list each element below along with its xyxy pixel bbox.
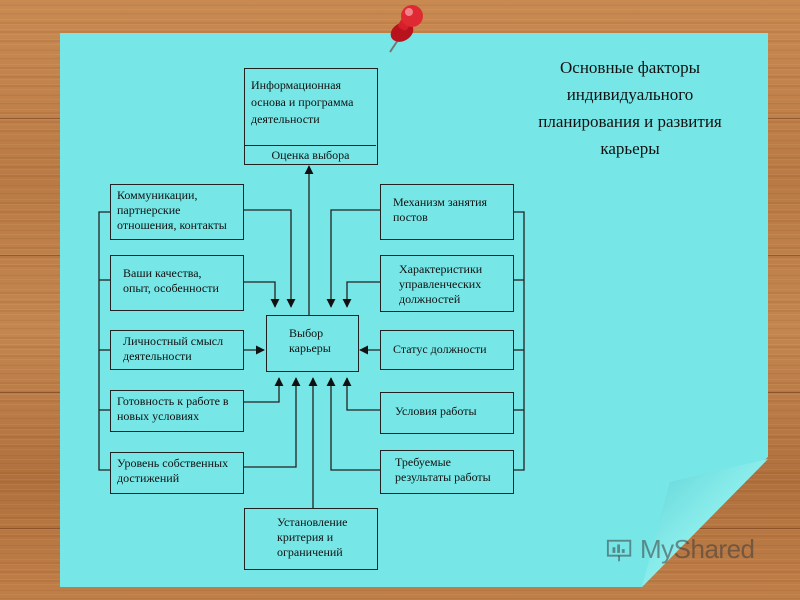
right-box-mechanism: Механизм занятия постов [380, 184, 514, 240]
diagram-title: Основные факторы индивидуального планиро… [538, 58, 722, 158]
arrow-communications [244, 209, 296, 308]
arrow-characteristics [342, 281, 380, 308]
career-choice-box: Выбор карьеры [266, 315, 359, 372]
left-box-communications: Коммуникации, партнерские отношения, кон… [110, 184, 244, 240]
right-box-status: Статус должности [380, 330, 514, 370]
arrow-qualities [244, 281, 280, 308]
arrow-mechanism [326, 209, 380, 308]
arrow-readiness [244, 377, 284, 403]
left-box-qualities: Ваши качества, опыт, особенности [110, 255, 244, 311]
criteria-box: Установление критерия и ограничений [244, 508, 378, 570]
watermark-text: MyShared [640, 534, 755, 564]
right-box-characteristics: Характеристики управленческих должностей [380, 255, 514, 312]
left-box-readiness: Готовность к работе в новых условиях [110, 390, 244, 432]
presentation-icon [606, 539, 632, 562]
left-bracket [98, 211, 110, 471]
pushpin-icon [389, 5, 423, 53]
arrow-results [326, 377, 380, 471]
info-basis-label: Информационная основа и программа деятел… [251, 78, 354, 126]
arrow-conditions [342, 377, 380, 411]
right-box-results: Требуемые результаты работы [380, 450, 514, 494]
left-box-personal-meaning: Личностный смысл деятельности [110, 330, 244, 370]
left-box-achievements: Уровень собственных достижений [110, 452, 244, 494]
evaluation-label: Оценка выбора [245, 145, 376, 164]
info-basis-box: Информационная основа и программа деятел… [244, 68, 378, 165]
arrow-achievements [244, 377, 301, 468]
right-box-conditions: Условия работы [380, 392, 514, 434]
right-bracket [514, 211, 525, 471]
